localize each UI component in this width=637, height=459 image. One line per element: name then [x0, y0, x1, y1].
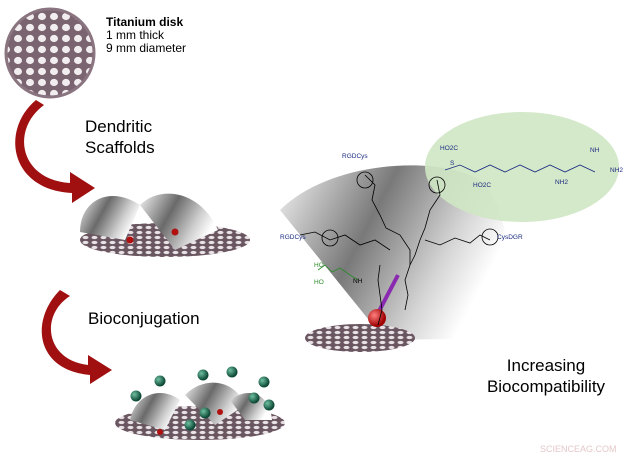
result-line2: Biocompatibility: [486, 377, 606, 396]
curved-arrow-icon: [15, 100, 95, 203]
disk-info: Titanium disk 1 mm thick 9 mm diameter: [106, 16, 186, 55]
disk-thickness: 1 mm thick: [106, 28, 165, 42]
disk-diameter: 9 mm diameter: [106, 41, 187, 55]
biomolecule-bead: [184, 419, 196, 431]
curved-arrow-icon: [41, 290, 113, 384]
peptide-terminal-nh2-label: NH2: [610, 167, 623, 174]
biomolecule-bead: [154, 375, 166, 387]
result-label: Increasing Biocompatibility: [486, 355, 606, 397]
titanium-disk-image: [4, 7, 96, 99]
green-nh-label: NH: [353, 278, 363, 285]
biomolecule-bead: [130, 390, 142, 402]
peptide-nh-label: NH: [590, 147, 600, 154]
dendrimer-detail-image: [280, 112, 619, 352]
result-line1: Increasing: [506, 356, 586, 375]
rgdcys-left-label: RGDCys: [280, 234, 306, 241]
step1-line1: Dendritic: [85, 117, 153, 136]
peptide-nh2-label: NH2: [555, 179, 568, 186]
green-ho-label: HO: [314, 262, 324, 269]
peptide-co2h-label: HO2C: [440, 145, 458, 152]
green-ho-label: HO: [314, 279, 324, 286]
peptide-s-label: S: [450, 160, 455, 167]
bioconjugated-disk-image: [115, 366, 285, 440]
scaffold-disk-image: [80, 193, 250, 257]
step-dendritic-scaffolds: Dendritic Scaffolds: [85, 116, 155, 158]
biomolecule-bead: [226, 366, 238, 378]
biomolecule-bead: [258, 376, 270, 388]
biomolecule-bead: [197, 369, 209, 381]
peptide-highlight-ellipse: [425, 112, 619, 222]
biomolecule-bead: [263, 399, 275, 411]
rgdcys-top-label: RGDCys: [342, 153, 368, 160]
biomolecule-bead: [199, 407, 211, 419]
step-bioconjugation: Bioconjugation: [88, 309, 200, 328]
watermark: SCIENCEAG.COM: [540, 444, 617, 454]
nanoparticle: [368, 309, 386, 327]
step1-line2: Scaffolds: [85, 138, 155, 157]
peptide-co2h-label: HO2C: [473, 182, 491, 189]
biomolecule-bead: [248, 392, 260, 404]
cysdgr-right-label: CysDGR: [497, 234, 523, 241]
disk-title: Titanium disk: [106, 15, 184, 29]
